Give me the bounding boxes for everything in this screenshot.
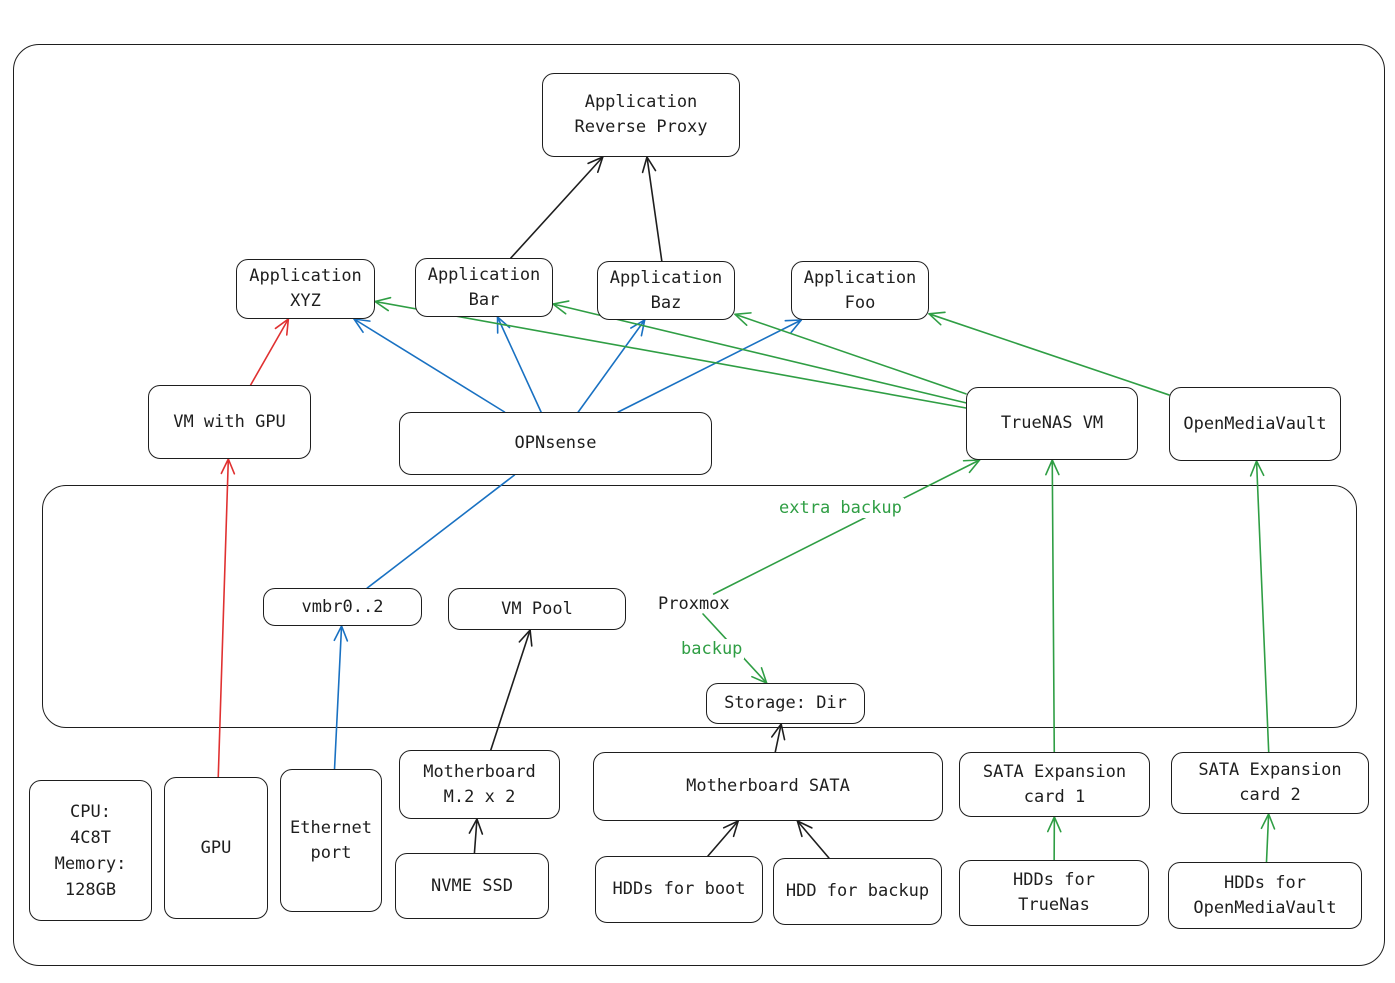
arrowhead-hdd_backup-to-mb_sata: [796, 820, 813, 838]
edge-truenas_vm-to-app_baz: [734, 313, 967, 395]
edge-app_baz-to-reverse_proxy: [646, 156, 663, 262]
ethernet-port-node[interactable]: Ethernet port: [280, 769, 382, 912]
arrowhead-app_baz-to-reverse_proxy: [641, 156, 657, 174]
arrowhead-vm_gpu-to-app_xyz: [274, 318, 290, 336]
edge-ethernet-to-vmbr: [333, 625, 343, 770]
app-bar-node[interactable]: Application Bar: [415, 258, 553, 317]
hdds-for-openmediavault-node[interactable]: HDDs for OpenMediaVault: [1168, 862, 1362, 929]
hdd-for-backup-node[interactable]: HDD for backup: [773, 858, 942, 925]
arrowhead-mb_m2-to-vm_pool: [518, 629, 533, 647]
vm-with-gpu-node[interactable]: VM with GPU: [148, 385, 311, 459]
arrowhead-gpu-to-vm_gpu: [220, 458, 236, 475]
arrowhead-opnsense-to-app_baz: [630, 319, 646, 337]
edge-mb_m2-to-vm_pool: [490, 629, 531, 751]
cpu-memory-node[interactable]: CPU: 4C8T Memory: 128GB: [29, 780, 152, 921]
arrowhead-hdd_truenas-to-sata1: [1046, 816, 1062, 833]
vmbr-node[interactable]: vmbr0..2: [263, 588, 422, 626]
reverse-proxy-node[interactable]: Application Reverse Proxy: [542, 73, 740, 157]
edge-hdd_boot-to-mb_sata: [707, 820, 739, 857]
openmediavault-node[interactable]: OpenMediaVault: [1169, 387, 1341, 461]
arrowhead-truenas_vm-to-app_baz: [734, 312, 752, 327]
hdds-for-truenas-node[interactable]: HDDs for TrueNas: [959, 860, 1149, 926]
arrowhead-app_bar-to-reverse_proxy: [587, 156, 604, 173]
arrowhead-opnsense-to-app_xyz: [353, 318, 371, 334]
arrowhead-ethernet-to-vmbr: [333, 625, 349, 642]
edge-truenas_vm-to-app_xyz: [374, 300, 967, 409]
edge-gpu-to-vm_gpu: [217, 458, 230, 778]
vm-pool-node[interactable]: VM Pool: [448, 588, 626, 630]
arrowhead-truenas_vm-to-app_bar: [552, 300, 570, 315]
arrowhead-truenas_vm-to-app_xyz: [374, 296, 392, 312]
arrowhead-nvme-to-mb_m2: [468, 818, 484, 835]
storage-dir-node[interactable]: Storage: Dir: [706, 683, 865, 724]
motherboard-m2-node[interactable]: Motherboard M.2 x 2: [399, 750, 560, 819]
edge-truenas_vm-to-app_bar: [552, 303, 967, 404]
hdds-for-boot-node[interactable]: HDDs for boot: [595, 856, 763, 923]
arrowhead-hdd_boot-to-mb_sata: [722, 820, 739, 838]
arrowhead-hdd_omv-to-sata2: [1260, 813, 1276, 830]
opnsense-node[interactable]: OPNsense: [399, 412, 712, 475]
arrowhead-proxmox-to-truenas_vm: [962, 459, 981, 474]
edge-vm_gpu-to-app_xyz: [249, 318, 290, 386]
proxmox-frame: [42, 485, 1357, 728]
truenas-vm-node[interactable]: TrueNAS VM: [966, 387, 1138, 460]
edge-hdd_omv-to-sata2: [1265, 813, 1270, 863]
sata-expansion-card-1-node[interactable]: SATA Expansion card 1: [959, 752, 1150, 817]
gpu-node[interactable]: GPU: [164, 777, 268, 919]
arrowhead-opnsense-to-app_foo: [784, 319, 803, 334]
app-foo-node[interactable]: Application Foo: [791, 261, 929, 320]
edge-openmediavault-to-app_foo: [928, 313, 1170, 396]
arrowhead-sata1-to-truenas_vm: [1045, 459, 1060, 476]
extra-backup-edge-label: extra backup: [777, 498, 904, 518]
edge-nvme-to-mb_m2: [473, 818, 478, 854]
arrowhead-openmediavault-to-app_foo: [928, 311, 946, 326]
edge-proxmox-to-truenas_vm: [712, 459, 981, 595]
edge-opnsense-to-app_foo: [617, 319, 803, 413]
proxmox-label: Proxmox: [658, 594, 730, 614]
sata-expansion-card-2-node[interactable]: SATA Expansion card 2: [1171, 752, 1369, 814]
edge-opnsense-to-app_xyz: [353, 318, 506, 413]
edge-opnsense-to-app_baz: [577, 319, 646, 413]
edge-app_bar-to-reverse_proxy: [510, 156, 604, 259]
arrowhead-sata2-to-openmediavault: [1249, 460, 1265, 477]
edge-sata1-to-truenas_vm: [1051, 459, 1056, 753]
motherboard-sata-node[interactable]: Motherboard SATA: [593, 752, 943, 821]
backup-edge-label: backup: [679, 639, 745, 659]
nvme-ssd-node[interactable]: NVME SSD: [395, 853, 549, 919]
edge-sata2-to-openmediavault: [1255, 460, 1270, 753]
edge-opnsense-to-app_bar: [496, 316, 542, 413]
arrowhead-opnsense-to-app_bar: [496, 316, 511, 334]
edge-hdd_backup-to-mb_sata: [796, 820, 830, 859]
app-xyz-node[interactable]: Application XYZ: [236, 259, 375, 319]
outer-frame: [13, 44, 1385, 966]
edge-vmbr-to-opnsense: [366, 474, 516, 589]
arrowhead-mb_sata-to-storage_dir: [770, 723, 786, 741]
edge-mb_sata-to-storage_dir: [774, 723, 782, 753]
app-baz-node[interactable]: Application Baz: [597, 261, 735, 320]
